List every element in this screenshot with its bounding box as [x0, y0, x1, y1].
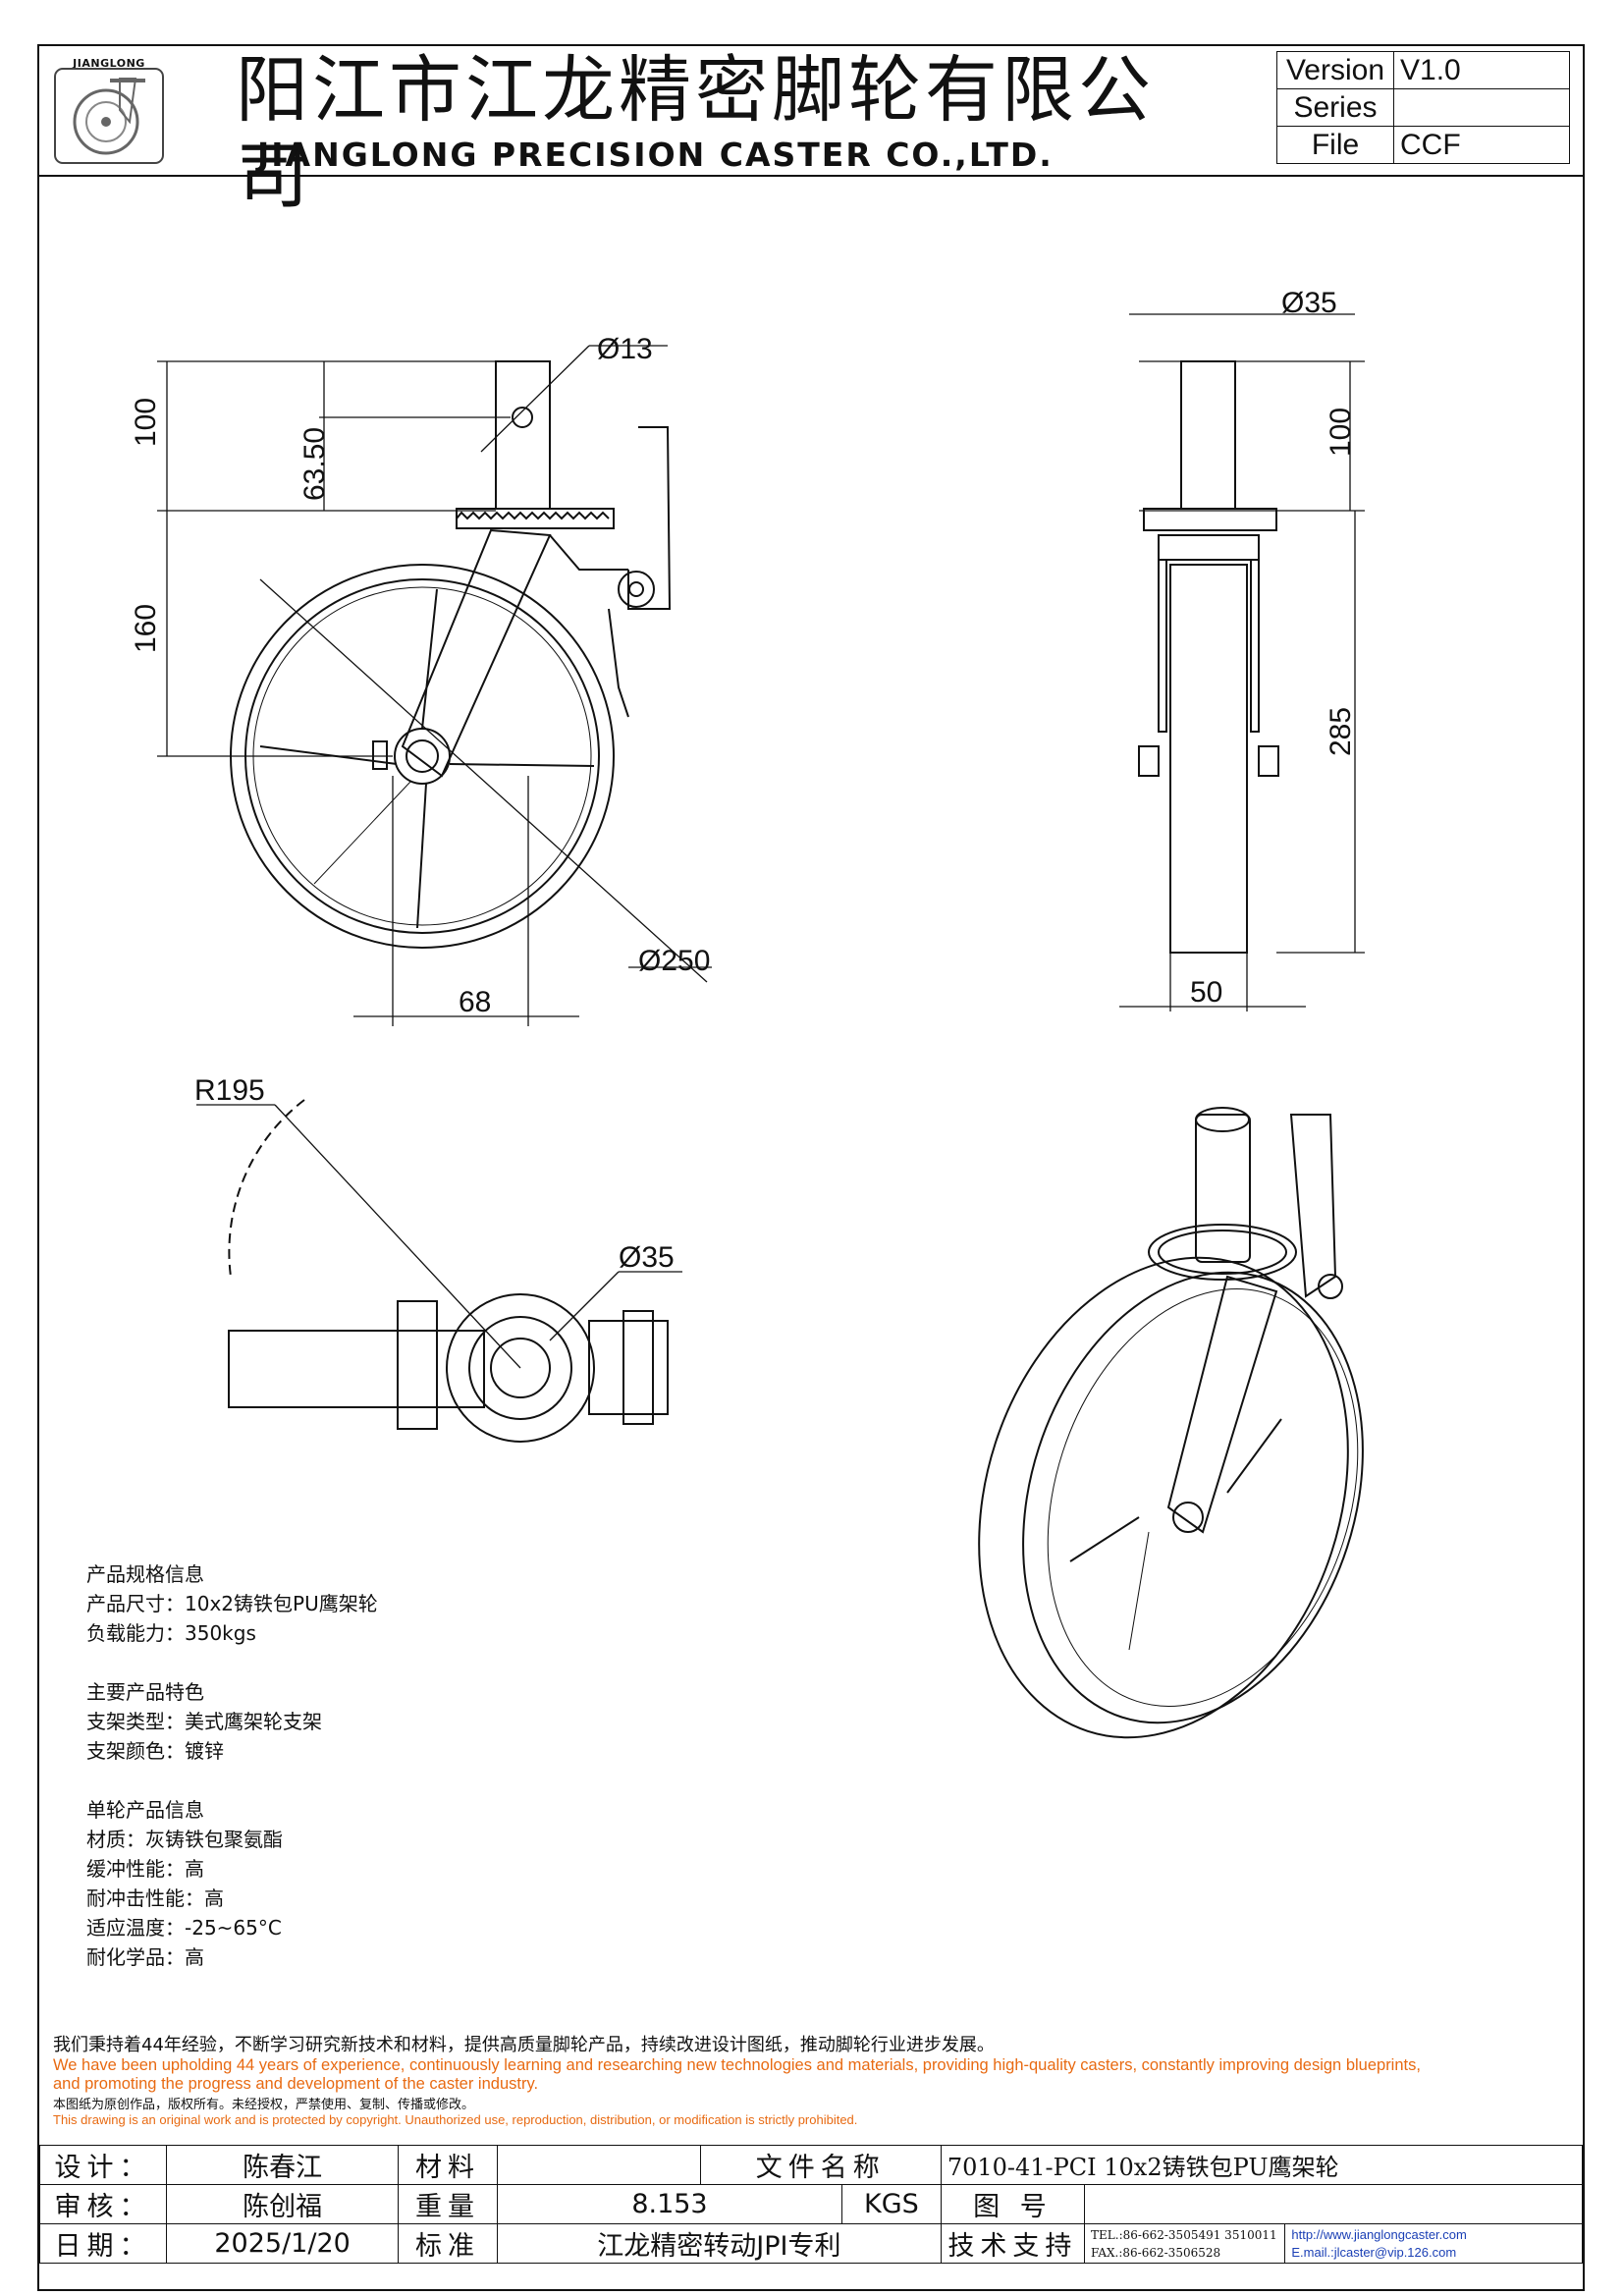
material-value — [496, 2145, 701, 2185]
company-name-cn: 阳江市江龙精密脚轮有限公司 — [236, 48, 1155, 219]
company-name-en: JIANGLONG PRECISION CASTER CO.,LTD. — [257, 136, 1054, 174]
spec-cushion: 缓冲性能：高 — [86, 1857, 204, 1881]
front-view-dimensions — [1119, 313, 1365, 1011]
dim-offset: 68 — [459, 986, 491, 1018]
filename-value: 7010-41-PCI 10x2铸铁包PU鹰架轮 — [940, 2145, 1584, 2185]
caster-logo-icon — [54, 68, 164, 164]
version-table: Version V1.0 Series File CCF — [1276, 51, 1570, 164]
isometric-view — [978, 1107, 1364, 1739]
date-value: 2025/1/20 — [166, 2223, 400, 2264]
logo-text: JIANGLONG — [73, 57, 145, 70]
spec-features-title: 主要产品特色 — [86, 1680, 204, 1704]
spec-product-title: 产品规格信息 — [86, 1562, 204, 1586]
fax: FAX.:86-662-3506528 — [1091, 2245, 1221, 2260]
dim-front-total-height: 285 — [1325, 707, 1357, 756]
standard-label: 标准 — [398, 2223, 498, 2264]
dim-front-width: 50 — [1190, 976, 1222, 1009]
weight-label: 重量 — [398, 2184, 498, 2224]
company-logo: JIANGLONG — [51, 51, 167, 167]
contact-web: http://www.jianglongcaster.com E.mail.:j… — [1284, 2223, 1583, 2264]
file-value: CCF — [1393, 126, 1570, 164]
notice-cn: 我们秉持着44年经验，不断学习研究新技术和材料，提供高质量脚轮产品，持续改进设计… — [53, 2035, 995, 2055]
dim-top-stem-diameter: Ø35 — [619, 1241, 675, 1274]
spec-chemical: 耐化学品：高 — [86, 1945, 204, 1969]
version-label: Version — [1276, 51, 1394, 89]
email-link[interactable]: E.mail.:jlcaster@vip.126.com — [1291, 2244, 1457, 2260]
side-view-dimensions — [157, 345, 712, 1026]
dim-swivel-radius: R195 — [194, 1074, 265, 1107]
filename-label: 文件名称 — [699, 2145, 942, 2185]
version-value: V1.0 — [1393, 51, 1570, 89]
version-row: Version V1.0 — [1276, 51, 1570, 89]
dim-stem-height: 100 — [130, 398, 162, 447]
dim-hole-diameter: Ø13 — [597, 333, 653, 365]
dim-front-stem-diameter: Ø35 — [1281, 287, 1337, 319]
title-row-date: 日期： 2025/1/20 标准 江龙精密转动JPI专利 技术支持 TEL.:8… — [38, 2223, 1583, 2264]
spec-load: 负载能力：350kgs — [86, 1621, 256, 1645]
notice-en-1: We have been upholding 44 years of exper… — [53, 2056, 1421, 2074]
standard-value: 江龙精密转动JPI专利 — [496, 2223, 942, 2264]
contact-phone: TEL.:86-662-3505491 3510011 FAX.:86-662-… — [1084, 2223, 1286, 2264]
dim-axle-height: 160 — [130, 604, 162, 653]
support-label: 技术支持 — [940, 2223, 1086, 2264]
notice-block: 我们秉持着44年经验，不断学习研究新技术和材料，提供高质量脚轮产品，持续改进设计… — [53, 2031, 1585, 2127]
date-label: 日期： — [38, 2223, 168, 2264]
top-view-dimensions — [196, 1104, 682, 1369]
series-label: Series — [1276, 88, 1394, 127]
title-row-review: 审核： 陈创福 重量 8.153 KGS 图 号 — [38, 2184, 1583, 2224]
designer-name: 陈春江 — [166, 2145, 400, 2185]
material-label: 材料 — [398, 2145, 498, 2185]
design-label: 设计： — [38, 2145, 168, 2185]
spec-temperature: 适应温度：-25~65°C — [86, 1916, 282, 1940]
website-link[interactable]: http://www.jianglongcaster.com — [1291, 2226, 1467, 2242]
file-row: File CCF — [1276, 126, 1570, 164]
header-divider — [37, 175, 1585, 177]
spec-impact: 耐冲击性能：高 — [86, 1886, 224, 1910]
spec-bracket-type: 支架类型：美式鹰架轮支架 — [86, 1710, 322, 1733]
dim-wheel-diameter: Ø250 — [638, 945, 710, 977]
series-value — [1393, 88, 1570, 127]
title-row-design: 设计： 陈春江 材料 文件名称 7010-41-PCI 10x2铸铁包PU鹰架轮 — [38, 2145, 1584, 2185]
weight-unit: KGS — [840, 2184, 942, 2224]
spec-product-size: 产品尺寸：10x2铸铁包PU鹰架轮 — [86, 1592, 378, 1615]
dim-front-stem-height: 100 — [1325, 408, 1357, 457]
drawing-frame — [37, 44, 1585, 2291]
series-row: Series — [1276, 88, 1570, 127]
top-view — [228, 1099, 669, 1443]
product-specs: 产品规格信息 产品尺寸：10x2铸铁包PU鹰架轮 负载能力：350kgs 主要产… — [86, 1559, 378, 1972]
reviewer-name: 陈创福 — [166, 2184, 400, 2224]
front-view — [1138, 360, 1279, 954]
spec-wheel-title: 单轮产品信息 — [86, 1798, 204, 1822]
tel: TEL.:86-662-3505491 3510011 — [1091, 2227, 1277, 2242]
copyright-en: This drawing is an original work and is … — [53, 2112, 858, 2127]
weight-value: 8.153 — [496, 2184, 842, 2224]
spec-material: 材质：灰铸铁包聚氨酯 — [86, 1828, 283, 1851]
dim-hole-height: 63.50 — [298, 427, 331, 501]
drawing-no-value — [1084, 2184, 1583, 2224]
side-view — [230, 360, 672, 949]
spec-bracket-color: 支架颜色：镀锌 — [86, 1739, 224, 1763]
notice-en-2: and promoting the progress and developme… — [53, 2075, 539, 2093]
title-block: 设计： 陈春江 材料 文件名称 7010-41-PCI 10x2铸铁包PU鹰架轮… — [38, 2145, 1584, 2264]
drawing-no-label: 图 号 — [940, 2184, 1086, 2224]
review-label: 审核： — [38, 2184, 168, 2224]
copyright-cn: 本图纸为原创作品，版权所有。未经授权，严禁使用、复制、传播或修改。 — [53, 2098, 475, 2112]
